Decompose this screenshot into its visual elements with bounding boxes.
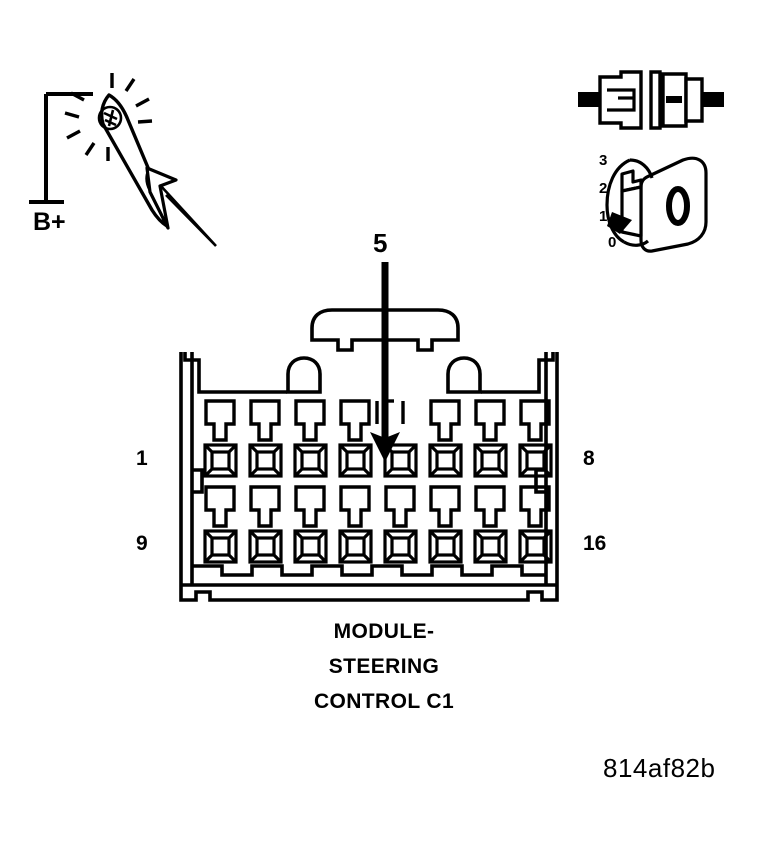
socket-pin-13 — [383, 529, 418, 564]
socket-pin-3 — [293, 443, 328, 478]
pin-label-8: 8 — [583, 447, 595, 470]
socket-pin-12 — [338, 529, 373, 564]
pin-label-9: 9 — [136, 532, 148, 555]
terminal-pin-13 — [384, 485, 416, 528]
terminal-pin-16 — [519, 485, 551, 528]
pin-label-16: 16 — [583, 532, 607, 555]
socket-pin-14 — [428, 529, 463, 564]
terminal-pin-15 — [474, 485, 506, 528]
terminal-pin-1 — [204, 399, 236, 442]
terminal-pin-2 — [249, 399, 281, 442]
key-position-label-2: 2 — [599, 180, 608, 197]
socket-pin-4 — [338, 443, 373, 478]
connector-caption-line-2: STEERING — [328, 655, 440, 678]
connector-caption-line-1: MODULE- — [333, 620, 435, 643]
socket-pin-9 — [203, 529, 238, 564]
key-position-label-0: 0 — [608, 234, 617, 251]
b-plus-label: B+ — [33, 208, 66, 236]
socket-pin-11 — [293, 529, 328, 564]
figure-id-label: 814af82b — [603, 753, 716, 783]
socket-pin-15 — [473, 529, 508, 564]
socket-pin-5 — [383, 443, 418, 478]
terminal-pin-11 — [294, 485, 326, 528]
socket-pin-7 — [473, 443, 508, 478]
terminal-pin-12 — [339, 485, 371, 528]
terminal-pin-3 — [294, 399, 326, 442]
callout-label-5: 5 — [373, 228, 388, 258]
terminal-pin-9 — [204, 485, 236, 528]
socket-pin-10 — [248, 529, 283, 564]
socket-pin-6 — [428, 443, 463, 478]
terminal-pin-14 — [429, 485, 461, 528]
terminal-pin-10 — [249, 485, 281, 528]
pin-label-1: 1 — [136, 447, 148, 470]
socket-pin-1 — [203, 443, 238, 478]
key-position-label-1: 1 — [599, 208, 608, 225]
key-position-label-3: 3 — [599, 152, 608, 169]
terminal-pin-4 — [339, 399, 371, 442]
socket-pin-16 — [518, 529, 553, 564]
socket-pin-8 — [518, 443, 553, 478]
connector-caption-line-3: CONTROL C1 — [313, 690, 455, 713]
socket-pin-2 — [248, 443, 283, 478]
terminal-pin-8 — [519, 399, 551, 442]
terminal-pin-7 — [474, 399, 506, 442]
terminal-pin-5 — [375, 399, 405, 424]
terminal-pin-6 — [429, 399, 461, 442]
